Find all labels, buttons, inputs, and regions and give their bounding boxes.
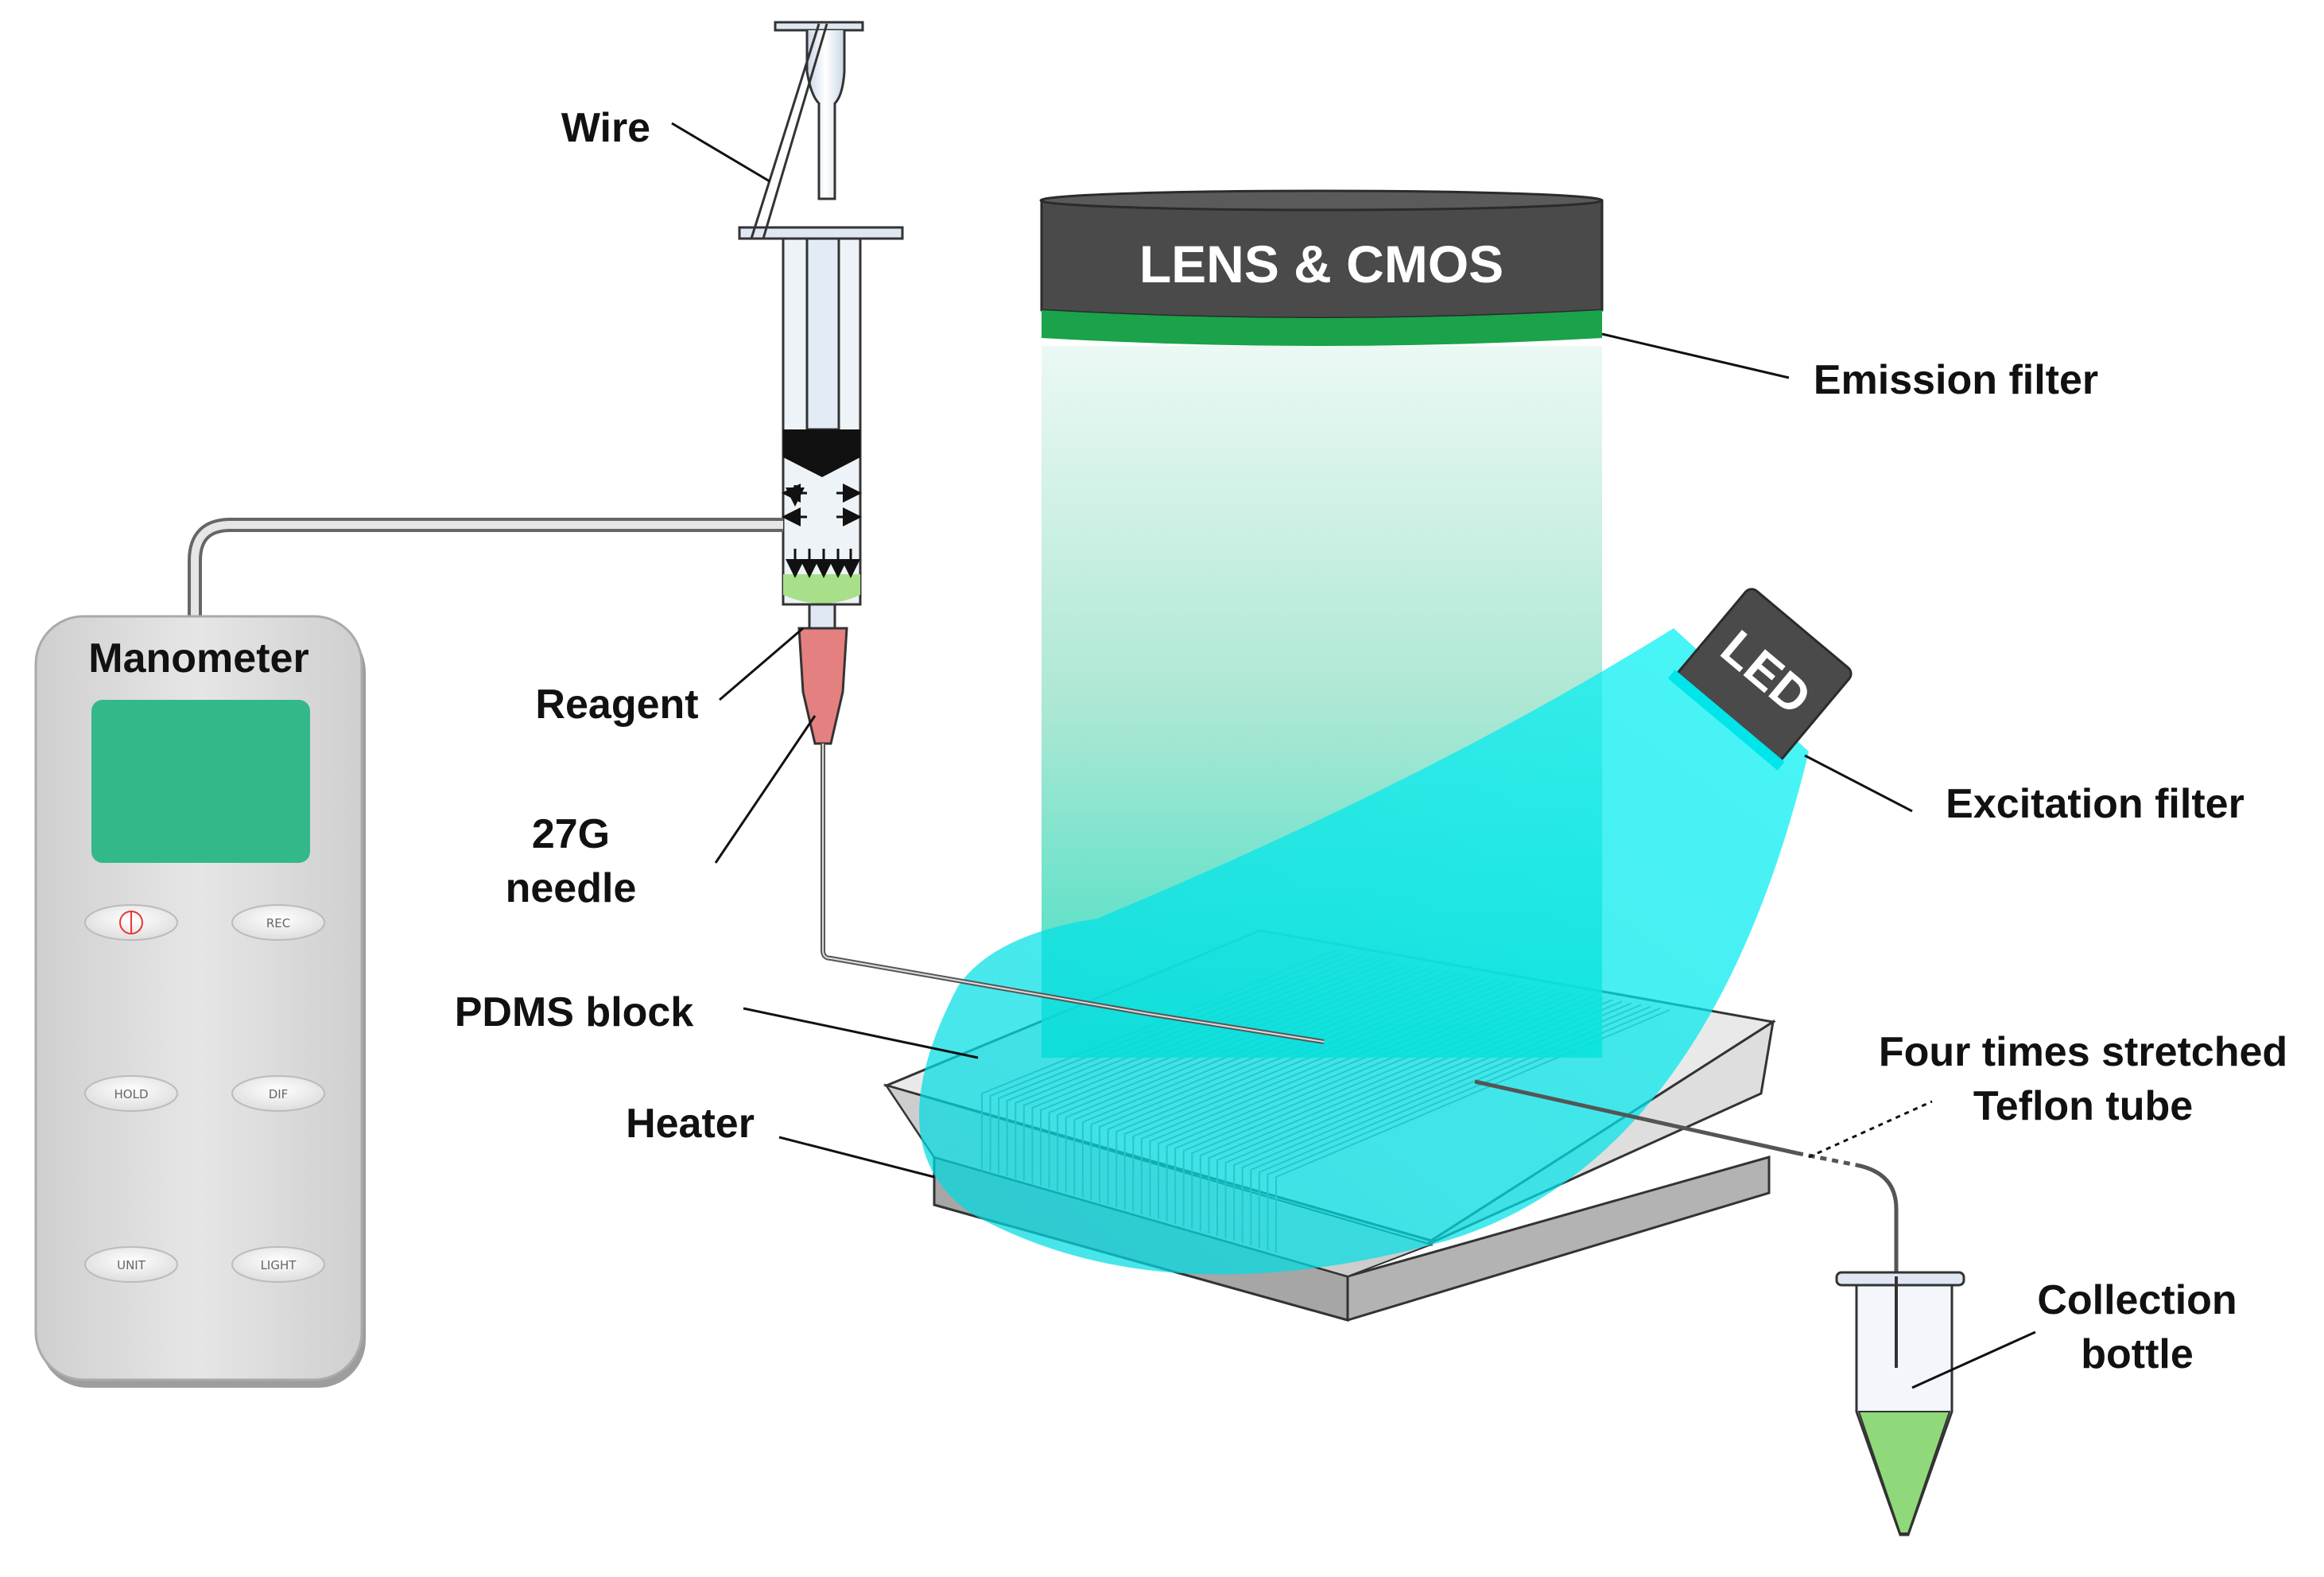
- reagent-fluid: [783, 574, 860, 604]
- manometer-button-light[interactable]: LIGHT: [231, 1246, 325, 1283]
- manometer-screen: [91, 700, 310, 863]
- svg-text:UNIT: UNIT: [117, 1258, 146, 1272]
- label-needle-line2: needle: [506, 865, 637, 911]
- needle-hub: [797, 627, 848, 745]
- leader-lines: [671, 122, 2036, 1389]
- manometer-button-dif[interactable]: DIF: [231, 1075, 325, 1112]
- manometer-title: Manometer: [88, 635, 308, 682]
- excitation-beam: [919, 628, 1809, 1275]
- svg-text:REC: REC: [266, 916, 290, 930]
- label-collection-line1: Collection: [2037, 1277, 2237, 1323]
- manometer-power-button[interactable]: [84, 904, 178, 941]
- label-teflon-line2: Teflon tube: [1973, 1083, 2193, 1129]
- pressure-arrows: [782, 484, 862, 578]
- emission-filter: [1042, 310, 1602, 346]
- label-collection-line2: bottle: [2081, 1331, 2194, 1377]
- teflon-tube: [1474, 1079, 1798, 1156]
- led-head: LED: [1667, 588, 1853, 771]
- manometer-button-unit[interactable]: UNIT: [84, 1246, 178, 1283]
- camera-title: LENS & CMOS: [1139, 235, 1503, 293]
- label-reagent: Reagent: [535, 682, 698, 728]
- syringe: [738, 21, 904, 745]
- manometer-button-rec[interactable]: REC: [231, 904, 325, 941]
- label-wire: Wire: [561, 105, 650, 151]
- excitation-filter: [1667, 670, 1785, 771]
- manometer-device: Manometer REC HOLD DIF UNIT LIGHT: [34, 615, 366, 1388]
- pressure-tube: [188, 518, 783, 628]
- label-emission-filter: Emission filter: [1814, 357, 2098, 403]
- label-heater: Heater: [626, 1101, 755, 1147]
- label-pdms-block: PDMS block: [455, 989, 694, 1035]
- svg-text:HOLD: HOLD: [114, 1087, 149, 1101]
- svg-text:LIGHT: LIGHT: [261, 1258, 297, 1272]
- collection-liquid: [1857, 1411, 1951, 1534]
- label-needle-line1: 27G: [532, 811, 610, 857]
- camera: LENS & CMOS: [1039, 189, 1604, 346]
- label-excitation-filter: Excitation filter: [1946, 781, 2244, 827]
- manometer-button-hold[interactable]: HOLD: [84, 1075, 178, 1112]
- label-teflon-line1: Four times stretched: [1879, 1029, 2287, 1075]
- svg-text:DIF: DIF: [269, 1087, 289, 1101]
- collection-bottle: [1835, 1271, 1965, 1536]
